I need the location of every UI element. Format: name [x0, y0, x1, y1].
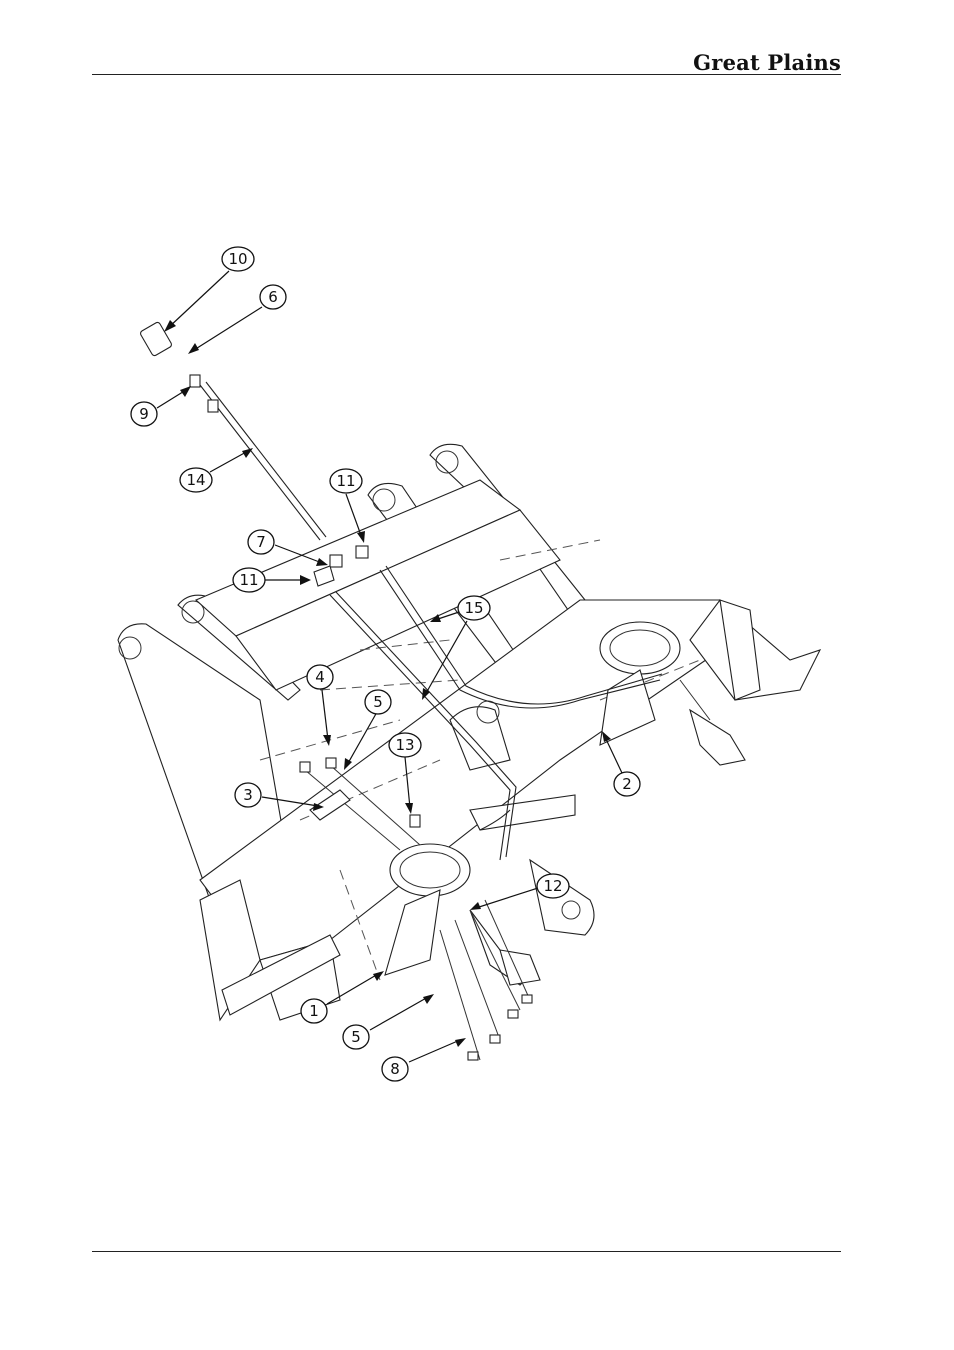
callout-11-lower-label: 11	[239, 571, 258, 589]
callout-9: 9	[131, 402, 157, 426]
callout-5-lower-label: 5	[351, 1028, 361, 1046]
callout-11-lower: 11	[233, 568, 265, 592]
callout-13: 13	[389, 733, 421, 757]
callout-10: 10	[222, 247, 254, 271]
callout-4-label: 4	[315, 668, 325, 686]
callout-10-label: 10	[228, 250, 247, 268]
callout-5-upper-label: 5	[373, 693, 383, 711]
callout-3-label: 3	[243, 786, 253, 804]
callout-13-label: 13	[395, 736, 414, 754]
callout-11-upper-label: 11	[336, 472, 355, 490]
callout-6-label: 6	[268, 288, 278, 306]
callout-5-upper: 5	[365, 690, 391, 714]
callout-12-label: 12	[543, 877, 562, 895]
callout-7: 7	[248, 530, 274, 554]
callout-1-label: 1	[309, 1002, 319, 1020]
callout-11-upper: 11	[330, 469, 362, 493]
callout-15-label: 15	[464, 599, 483, 617]
callout-8-label: 8	[390, 1060, 400, 1078]
brake-chamber-left	[385, 844, 540, 985]
callout-14: 14	[180, 468, 212, 492]
callout-3: 3	[235, 783, 261, 807]
callout-1: 1	[301, 999, 327, 1023]
callout-9-label: 9	[139, 405, 149, 423]
callout-12: 12	[537, 874, 569, 898]
callout-5-lower: 5	[343, 1025, 369, 1049]
callout-2: 2	[614, 772, 640, 796]
callout-14-label: 14	[186, 471, 205, 489]
callout-7-label: 7	[256, 533, 266, 551]
callout-8: 8	[382, 1057, 408, 1081]
callout-15: 15	[458, 596, 490, 620]
callout-2-label: 2	[622, 775, 632, 793]
callout-4: 4	[307, 665, 333, 689]
callout-6: 6	[260, 285, 286, 309]
